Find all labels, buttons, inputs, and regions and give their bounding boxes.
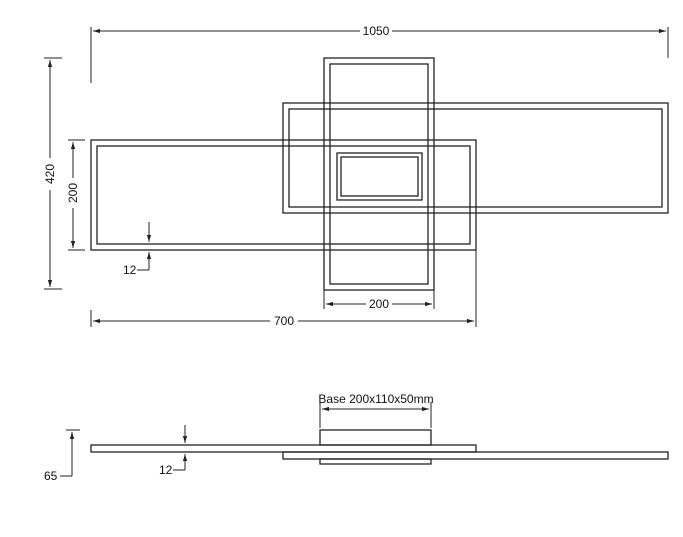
dimension-overall-height: 420 [43, 57, 62, 290]
right-horizontal-frame [282, 102, 669, 214]
vertical-frame [323, 57, 435, 291]
side-right-frame [282, 451, 669, 460]
dimension-vertical-frame-width: 200 [323, 290, 435, 311]
dimension-frame-length-label: 700 [274, 314, 294, 328]
base-plate [336, 152, 423, 201]
side-lower-frame-part [319, 458, 432, 465]
dimension-total-height: 65 [44, 429, 80, 483]
dimension-profile-thickness-label: 12 [159, 463, 173, 477]
base-label: Base 200x110x50mm [318, 392, 433, 406]
dimension-profile-thickness: 12 [159, 425, 188, 477]
dimension-frame-height-label: 200 [66, 183, 80, 203]
dimension-frame-height: 200 [66, 139, 85, 251]
side-left-frame [90, 444, 477, 453]
dimension-overall-width: 1050 [90, 24, 669, 83]
dimension-profile-width: 12 [123, 222, 152, 277]
dimension-frame-length: 700 [90, 250, 477, 328]
side-base-block [319, 429, 432, 446]
dimension-vertical-frame-width-label: 200 [369, 297, 389, 311]
dimension-overall-height-label: 420 [43, 164, 57, 184]
top-view: 1050 420 200 12 [43, 24, 669, 328]
side-view: Base 200x110x50mm 65 12 [44, 392, 669, 483]
dimension-base: Base 200x110x50mm [318, 392, 434, 428]
dimension-overall-width-label: 1050 [363, 24, 390, 38]
dimension-profile-width-label: 12 [123, 263, 137, 277]
dimension-total-height-label: 65 [44, 469, 58, 483]
